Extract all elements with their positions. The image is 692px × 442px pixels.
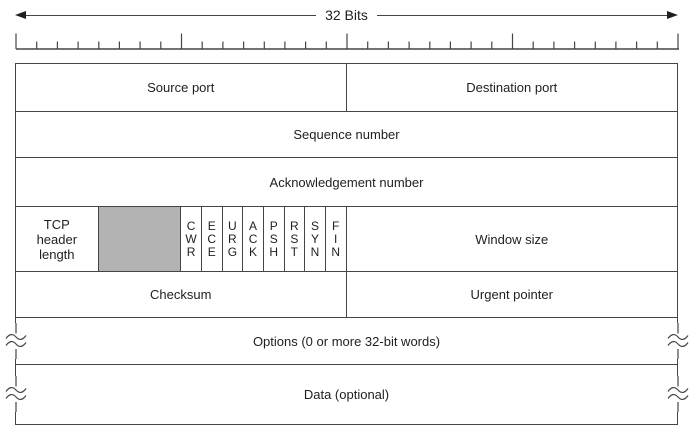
field-flag-rst: R S T xyxy=(285,207,306,271)
arrow-line-right xyxy=(376,14,667,16)
field-tcp-header-length: TCP header length xyxy=(16,207,99,271)
field-flag-cwr: C W R xyxy=(181,207,202,271)
field-flag-ack: A C K xyxy=(243,207,264,271)
field-options: Options (0 or more 32-bit words) xyxy=(252,333,441,349)
field-acknowledgement-number: Acknowledgement number xyxy=(269,174,424,190)
arrow-line-left xyxy=(26,14,317,16)
field-urgent-pointer: Urgent pointer xyxy=(470,287,553,302)
field-reserved xyxy=(98,207,182,271)
torn-edge-icon xyxy=(3,323,29,359)
field-flag-syn: S Y N xyxy=(305,207,326,271)
field-flag-fin: F I N xyxy=(326,207,347,271)
row-options: Options (0 or more 32-bit words) xyxy=(16,318,677,365)
field-window-size: Window size xyxy=(475,231,549,247)
arrowhead-left-icon xyxy=(15,11,26,19)
row-checksum: Checksum Urgent pointer xyxy=(16,272,677,318)
field-sequence-number: Sequence number xyxy=(293,127,400,142)
torn-edge-icon xyxy=(665,323,691,359)
field-destination-port: Destination port xyxy=(466,80,558,95)
field-data: Data (optional) xyxy=(303,387,390,402)
width-arrow-label: 32 Bits xyxy=(325,7,368,23)
row-data: Data (optional) xyxy=(16,365,677,424)
width-arrow: 32 Bits xyxy=(15,7,678,23)
field-flag-urg: U R G xyxy=(223,207,244,271)
field-flag-ece: E C E xyxy=(202,207,223,271)
row-ports: Source port Destination port xyxy=(16,64,677,112)
row-sequence-number: Sequence number xyxy=(16,112,677,158)
field-checksum: Checksum xyxy=(16,272,347,317)
field-source-port: Source port xyxy=(16,64,347,111)
arrowhead-right-icon xyxy=(667,11,678,19)
field-flag-psh: P S H xyxy=(264,207,285,271)
torn-edge-icon xyxy=(665,376,691,412)
bit-ruler xyxy=(15,33,679,50)
row-acknowledgement-number: Acknowledgement number xyxy=(16,158,677,207)
torn-edge-icon xyxy=(3,376,29,412)
